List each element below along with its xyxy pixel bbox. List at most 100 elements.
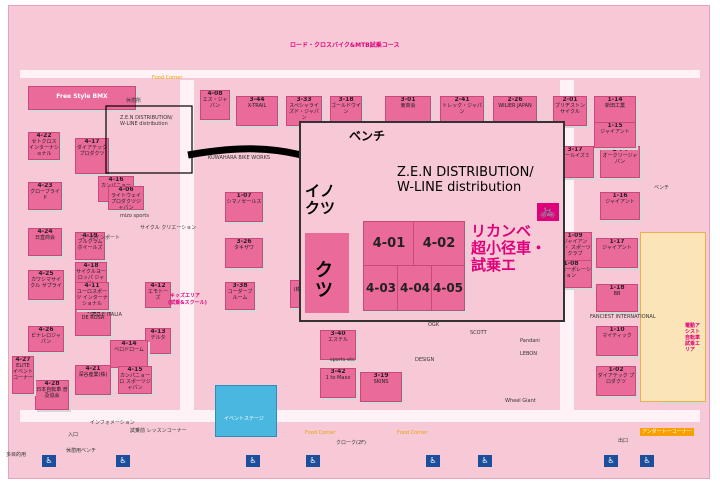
- booth-exhibitor: X-TRAIL: [247, 103, 267, 109]
- booth-id: 4-15: [127, 366, 143, 373]
- bench-label: 休憩用ベンチ: [66, 448, 97, 454]
- booth-exhibitor: オークリージャパン: [602, 153, 638, 165]
- booth-id: 1-14: [607, 96, 623, 103]
- zoom-booth-4-01[interactable]: 4-01: [363, 221, 415, 267]
- booth-exhibitor: 1 to Maxx: [325, 375, 351, 381]
- selle-label: SELLE ITALIA: [90, 312, 122, 318]
- booth-exhibitor: デルタ: [150, 335, 166, 341]
- booth-id: 4-14: [121, 340, 137, 347]
- booth-id: 2-41: [454, 96, 470, 103]
- aisle: [180, 80, 194, 410]
- aisle: [20, 70, 700, 78]
- booth-id: 3-40: [330, 330, 346, 337]
- event-stage[interactable]: イベントステージ: [215, 385, 277, 437]
- zoom-booth-id: 4-02: [422, 236, 456, 251]
- booth-id: 3-33: [296, 96, 312, 103]
- zoom-neighbor-booth: ク ツ: [305, 233, 349, 313]
- booth-id: 4-25: [38, 270, 54, 277]
- booth-exhibitor: タキザワ: [233, 245, 254, 251]
- booth-id: 3-38: [232, 282, 248, 289]
- booth-id: 2-74: [612, 146, 628, 153]
- booth-exhibitor: ブリヂストンサイクル: [554, 103, 585, 115]
- zoom-booth-4-04[interactable]: 4-04: [397, 265, 433, 311]
- booth-exhibitor: ジャイアント: [600, 129, 630, 135]
- zoom-source-box: [105, 105, 193, 174]
- booth-id: 1-10: [609, 326, 625, 333]
- booth-id: 4-13: [150, 328, 166, 335]
- booth-id: 4-16: [108, 176, 124, 183]
- booth-exhibitor: シマノセールス: [226, 199, 262, 205]
- booth-id: 3-17: [567, 146, 583, 153]
- booth-id: 4-18: [83, 262, 99, 269]
- booth-exhibitor: ユーロスポーツ インターナショナル: [76, 289, 108, 307]
- zoom-booth-id: 4-04: [399, 281, 431, 295]
- shop-label: アンダートーコーナー: [640, 428, 694, 436]
- booth-id: 3-44: [249, 96, 265, 103]
- food-corner-label: Food Corner: [152, 75, 183, 81]
- cycle-label: サイクル クリエーション: [140, 225, 197, 231]
- zoom-booth-4-03[interactable]: 4-03: [363, 265, 399, 311]
- event-stage-label: イベントステージ: [224, 416, 264, 422]
- booth-id: 1-08: [563, 260, 579, 267]
- info-label: インフォメーション: [90, 420, 135, 426]
- booth-id: 4-20: [85, 308, 101, 315]
- course-label: ロード・クロスバイク&MTB試乗コース: [290, 42, 400, 49]
- toilet-icon: ♿: [306, 455, 320, 467]
- booth-exhibitor: ピナレロジャパン: [31, 333, 61, 345]
- wheel-label: Wheel Giant: [505, 398, 536, 404]
- aisle: [20, 410, 700, 422]
- pandani-label: Pandani: [520, 338, 540, 344]
- booth-exhibitor: スペシャライズド・ジャパン: [289, 103, 319, 121]
- booth-id: 4-06: [118, 186, 134, 193]
- zoom-booth-4-05[interactable]: 4-05: [431, 265, 465, 311]
- booth-id: 1-15: [607, 122, 623, 129]
- zoom-booth-4-02[interactable]: 4-02: [413, 221, 465, 267]
- booth-exhibitor: 東商会: [400, 103, 416, 109]
- lebon-label: LEBON: [520, 351, 537, 357]
- zen-label: Z.E.N DISTRIBUTION/ W-LINE distribution: [120, 115, 173, 127]
- booth-exhibitor: DE ROSA: [81, 315, 105, 321]
- booth-exhibitor: カンパニョーロ スポーツジャパン: [119, 373, 151, 391]
- zoom-booth-id: 4-05: [432, 281, 464, 295]
- booth-id: 3-42: [330, 368, 346, 375]
- booth-exhibitor: グローブライド: [30, 189, 60, 201]
- booth-id: 4-12: [150, 282, 166, 289]
- booth-id: 4-22: [36, 132, 52, 139]
- toilet-icon: ♿: [604, 455, 618, 467]
- booth-exhibitor: ジャイアント・ スポーツクラブ: [559, 239, 591, 257]
- booth-exhibitor: 日直商会: [34, 235, 55, 241]
- booth-id: 2-26: [507, 96, 523, 103]
